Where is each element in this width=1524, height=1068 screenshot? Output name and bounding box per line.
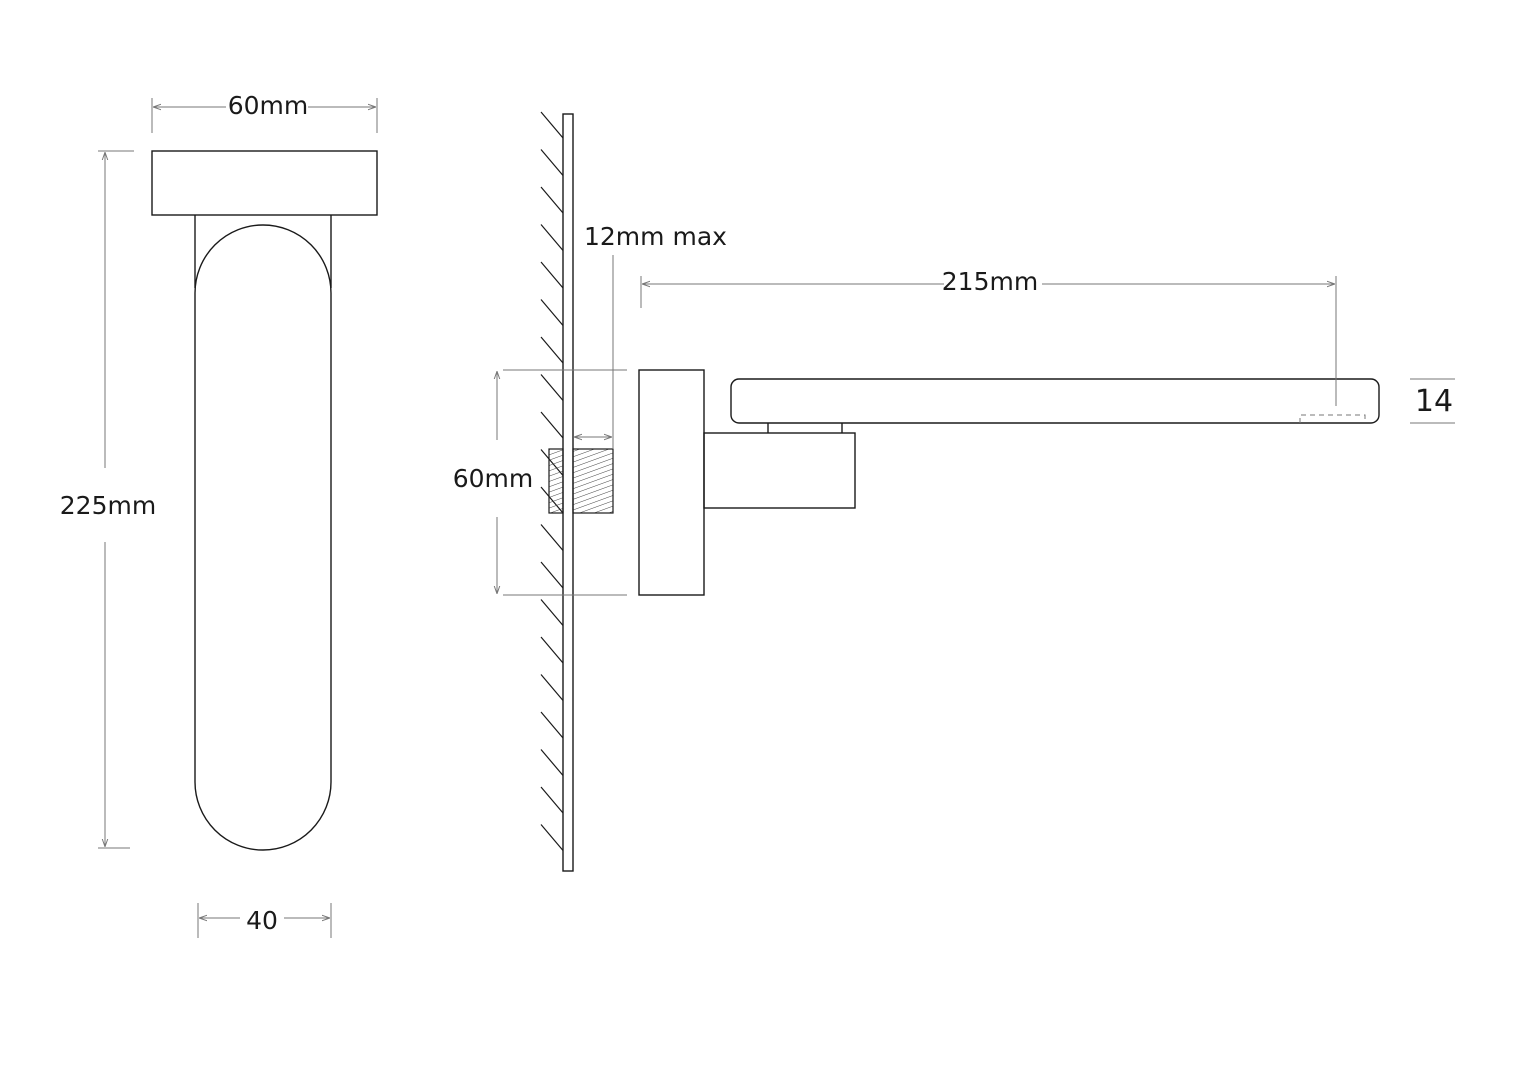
wall-hatch-line bbox=[540, 149, 564, 176]
spout-outlet-hidden bbox=[1299, 414, 1366, 423]
front-mount-plate bbox=[151, 150, 378, 216]
wall-hatch-line bbox=[540, 336, 564, 364]
wall-hatch-line bbox=[540, 636, 564, 664]
body-block bbox=[703, 432, 856, 509]
dim-front-width-bottom: 40 bbox=[246, 906, 278, 935]
wall-hatch-line bbox=[540, 561, 564, 589]
dim-plate-height: 60mm bbox=[453, 464, 534, 493]
dim-front-height: 225mm bbox=[60, 491, 156, 520]
wall-panel bbox=[562, 113, 574, 872]
wall-hatch-line bbox=[540, 299, 564, 326]
dim-arm-length: 215mm bbox=[942, 267, 1038, 296]
wall-hatch-line bbox=[540, 674, 564, 701]
wall-hatch-line bbox=[540, 374, 564, 401]
flange-plate bbox=[638, 369, 705, 596]
wall-hatch-line bbox=[540, 224, 564, 251]
threaded-fitting-back bbox=[548, 448, 564, 514]
wall-hatch-line bbox=[540, 186, 564, 214]
spout-arm bbox=[730, 378, 1380, 424]
wall-hatch-line bbox=[540, 111, 564, 139]
wall-hatch-line bbox=[540, 599, 564, 626]
wall-hatch-line bbox=[540, 749, 564, 776]
front-view: 60mm 225mm 40 bbox=[60, 91, 378, 938]
side-view: 60mm 12mm max 215mm 14 bbox=[453, 111, 1455, 872]
wall-hatch-line bbox=[540, 824, 564, 851]
front-body-oval bbox=[194, 224, 332, 851]
threaded-fitting-front bbox=[572, 448, 614, 514]
dim-gap-max: 12mm max bbox=[584, 222, 727, 251]
dim-front-width-top: 60mm bbox=[228, 91, 309, 120]
wall-hatch-line bbox=[540, 524, 564, 551]
wall-hatch-line bbox=[540, 786, 564, 814]
wall-hatch-line bbox=[540, 711, 564, 739]
wall-hatch-line bbox=[540, 261, 564, 289]
dim-arm-thickness: 14 bbox=[1415, 384, 1453, 419]
wall-hatch-line bbox=[540, 411, 564, 439]
